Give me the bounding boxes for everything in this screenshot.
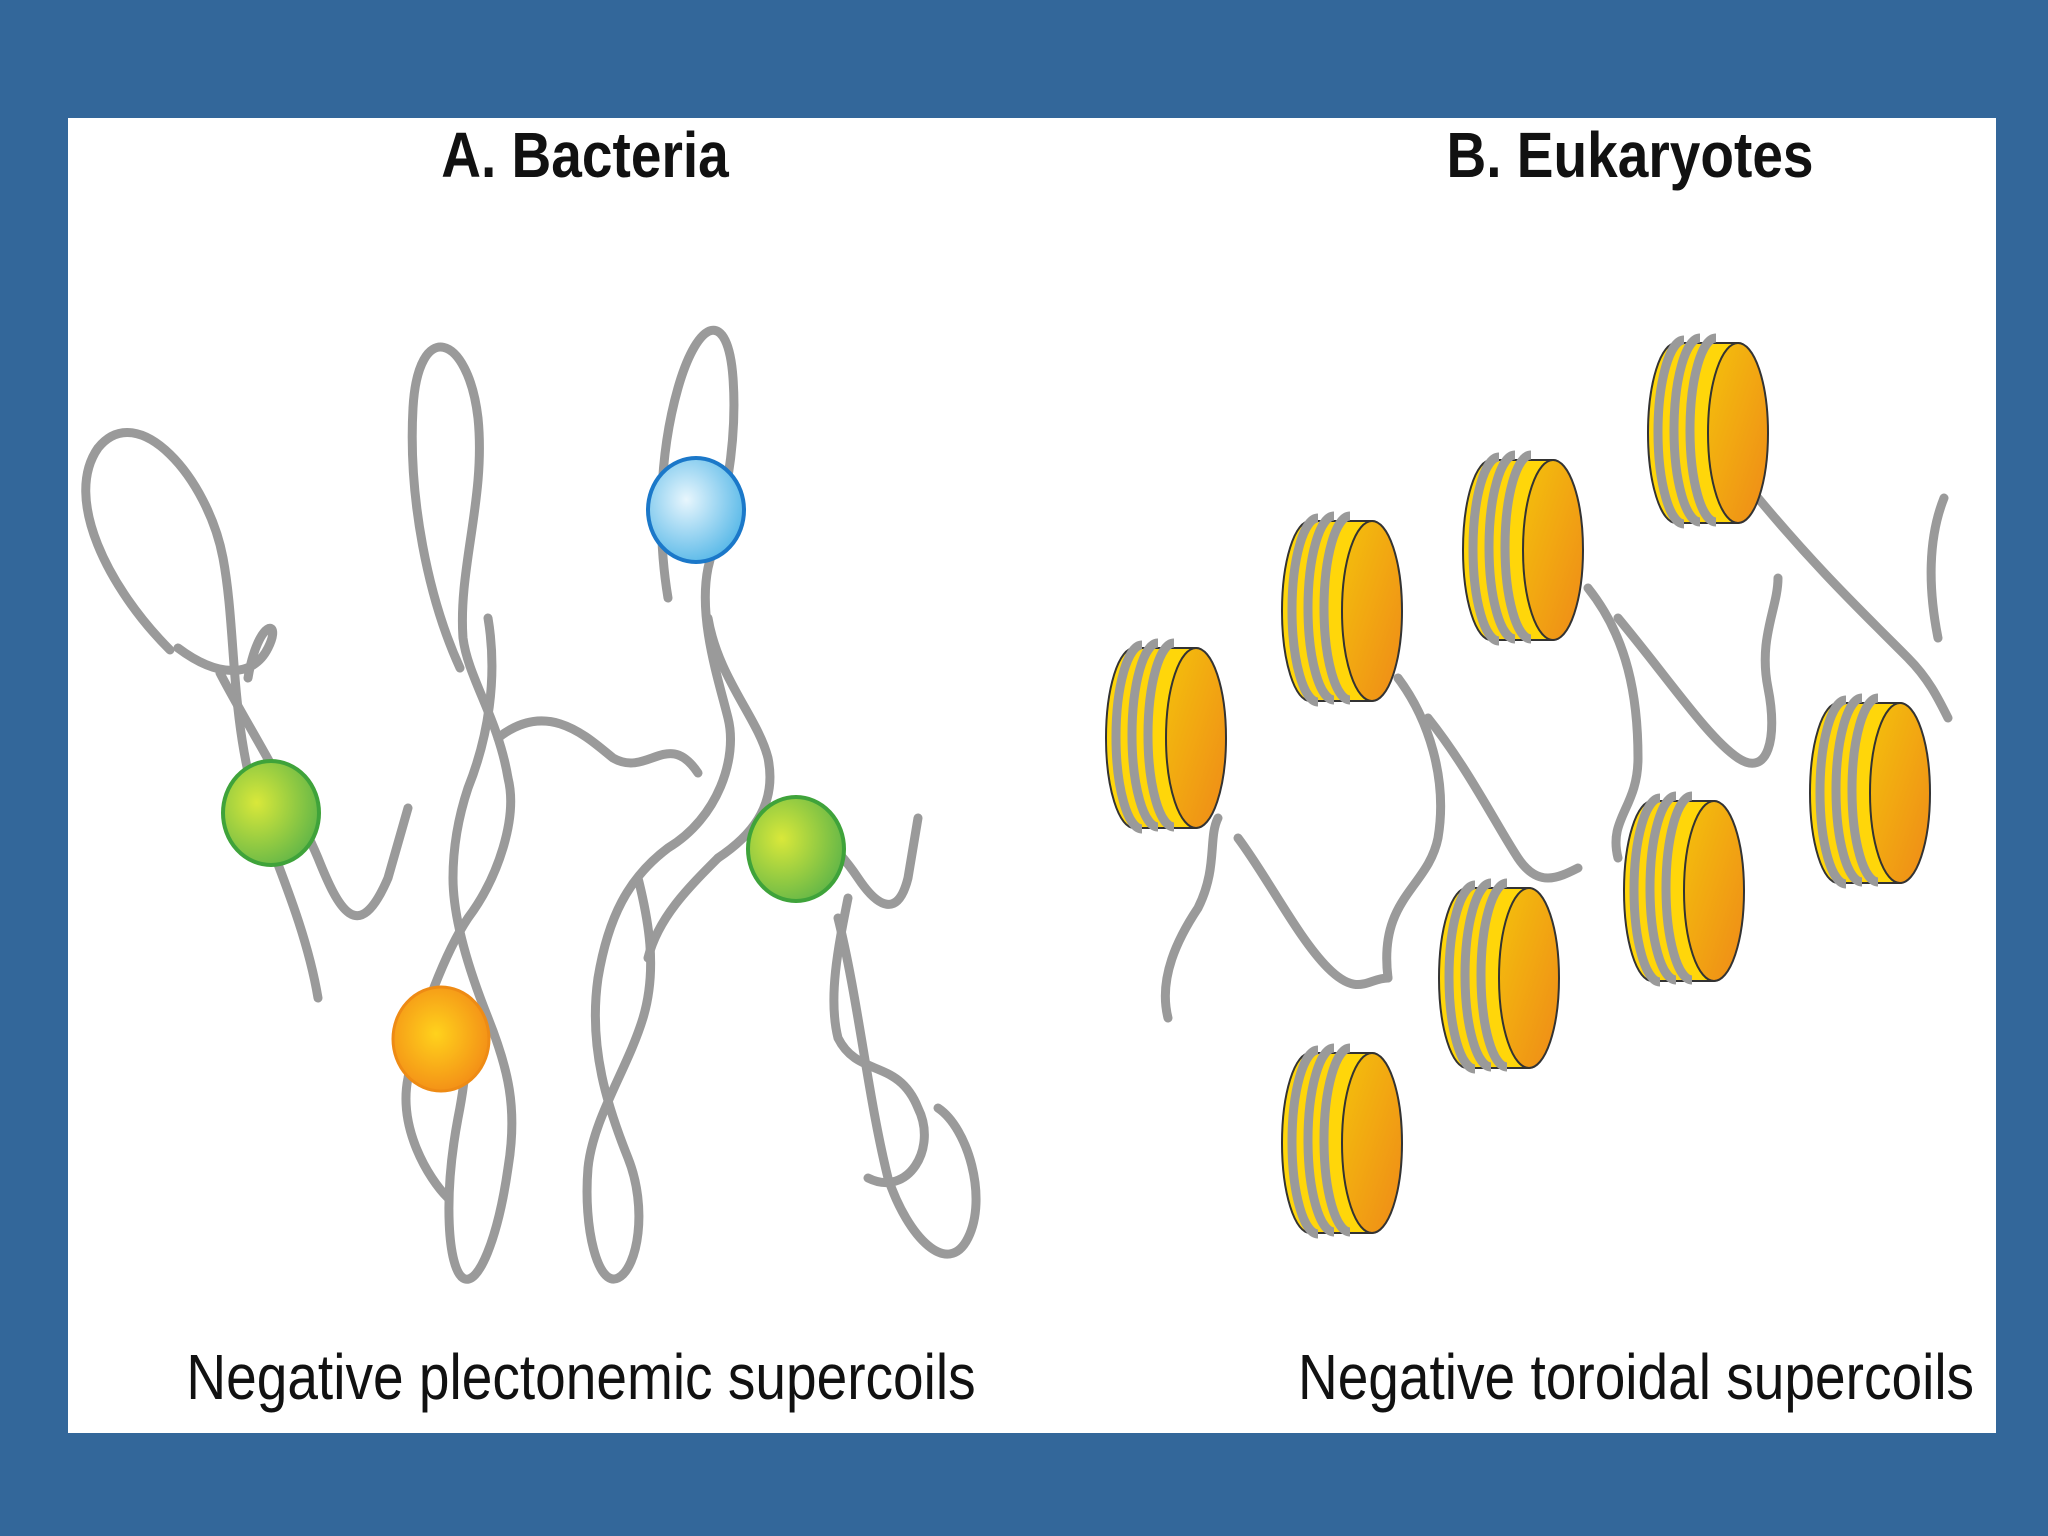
orange-protein xyxy=(391,985,491,1093)
nucleosome-1 xyxy=(1106,643,1226,829)
nucleosome-5 xyxy=(1282,1048,1402,1234)
nucleosome-6 xyxy=(1439,883,1559,1069)
green-protein-right xyxy=(746,795,846,903)
eukaryote-linker-dna xyxy=(1160,493,1953,1023)
bacteria-title: A. Bacteria xyxy=(441,119,729,191)
supercoil-illustration xyxy=(81,326,1953,1284)
nucleosome-3 xyxy=(1463,455,1583,641)
eukaryotes-title: B. Eukaryotes xyxy=(1446,119,1814,191)
toroidal-caption: Negative toroidal supercoils xyxy=(1297,1341,1975,1413)
nucleosome-2 xyxy=(1282,516,1402,702)
figure-panel: A. Bacteria B. Eukaryotes xyxy=(68,118,1996,1433)
green-protein-left xyxy=(221,759,321,867)
plectonemic-caption: Negative plectonemic supercoils xyxy=(186,1341,976,1413)
bacteria-dna xyxy=(81,326,981,1284)
nucleosome-8 xyxy=(1810,698,1930,884)
blue-protein xyxy=(646,456,746,564)
nucleosome-4 xyxy=(1648,338,1768,524)
nucleosome-7 xyxy=(1624,796,1744,982)
